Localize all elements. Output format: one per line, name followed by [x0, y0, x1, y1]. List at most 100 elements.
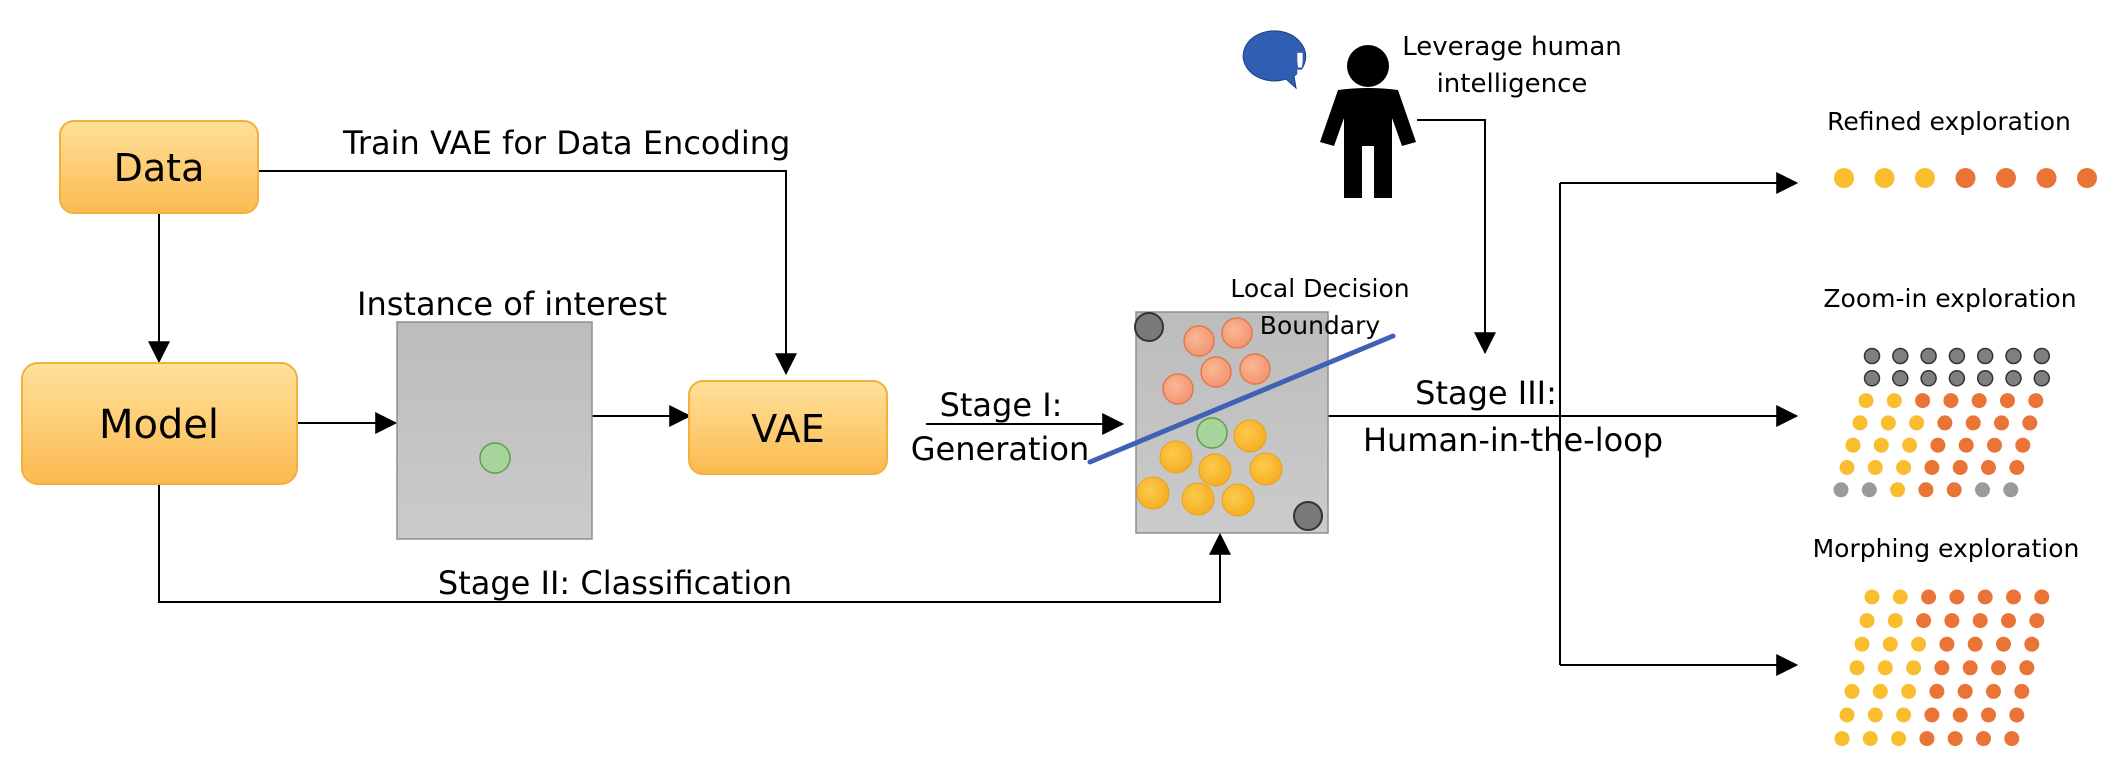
yellow-dot	[1915, 168, 1935, 188]
yellow-dot	[1839, 460, 1855, 475]
gray-point	[1134, 312, 1164, 342]
stage1-label-line1: Stage I:	[940, 386, 1063, 424]
yellow-point	[1249, 452, 1283, 486]
orange-dot	[1965, 415, 1981, 431]
orange-dot	[1981, 707, 1996, 723]
orange-dot	[2022, 415, 2038, 431]
lightgray-dot	[1975, 482, 1990, 498]
vae-box: VAE	[688, 380, 888, 475]
orange-dot	[1986, 683, 2001, 699]
gray-dot	[2033, 370, 2051, 387]
orange-dot	[2009, 460, 2025, 475]
orange-dot	[1972, 613, 1988, 629]
orange-dot	[1952, 460, 1968, 475]
orange-dot	[1946, 482, 1962, 498]
orange-point	[1162, 373, 1194, 405]
orange-dot	[1981, 460, 1996, 475]
yellow-dot	[1844, 683, 1860, 699]
orange-dot	[1924, 460, 1940, 475]
yellow-dot	[1906, 660, 1922, 676]
arrow-stage2	[158, 484, 1231, 603]
orange-point	[1183, 325, 1215, 357]
yellow-dot	[1858, 393, 1874, 409]
instance-panel	[396, 321, 593, 540]
data-box-label: Data	[114, 146, 205, 190]
orange-dot	[2019, 660, 2035, 676]
yellow-dot	[1877, 660, 1893, 676]
gray-dot	[1892, 347, 1909, 365]
yellow-point	[1233, 419, 1267, 453]
gray-dot	[1976, 347, 1994, 365]
orange-dot	[1976, 731, 1991, 747]
gray-dot	[1863, 370, 1881, 387]
orange-dot	[2001, 613, 2016, 629]
speech-bubble-alert-icon: !	[1242, 30, 1307, 90]
local-boundary-label-line1: Local Decision	[1230, 274, 1409, 303]
yellow-dot	[1834, 731, 1850, 747]
yellow-dot	[1891, 731, 1907, 747]
lightgray-dot	[1861, 482, 1877, 498]
yellow-dot	[1902, 437, 1918, 453]
gray-dot	[1863, 347, 1881, 365]
gray-dot	[1976, 370, 1994, 387]
orange-dot	[1977, 589, 1993, 605]
orange-dot	[1939, 636, 1955, 652]
orange-dot	[2029, 613, 2045, 629]
orange-dot	[2024, 636, 2040, 652]
instance-point	[479, 442, 511, 474]
yellow-point	[1181, 482, 1215, 516]
orange-dot	[2015, 437, 2031, 453]
orange-dot	[1915, 393, 1931, 409]
stage1-label-line2: Generation	[911, 430, 1090, 468]
lightgray-dot	[2003, 482, 2019, 498]
orange-dot	[2034, 589, 2050, 605]
stage2-label: Stage II: Classification	[438, 564, 792, 602]
yellow-dot	[1839, 707, 1855, 723]
orange-dot	[1971, 393, 1987, 409]
orange-dot	[1929, 683, 1945, 699]
orange-point	[1221, 317, 1253, 349]
orange-dot	[1987, 437, 2002, 453]
orange-dot	[1944, 613, 1960, 629]
orange-dot	[2077, 168, 2097, 188]
yellow-dot	[1909, 415, 1925, 431]
human-label-line1: Leverage human	[1402, 32, 1622, 62]
orange-dot	[1962, 660, 1978, 676]
orange-dot	[2000, 393, 2015, 409]
vae-box-label: VAE	[751, 407, 825, 451]
orange-dot	[1930, 437, 1946, 453]
stage3-label-line1: Stage III:	[1415, 374, 1557, 412]
refined-exploration-dots	[1834, 168, 2097, 188]
orange-dot	[1916, 613, 1932, 629]
yellow-dot	[1859, 613, 1875, 629]
yellow-dot	[1867, 460, 1883, 475]
decision-boundary-line	[1087, 333, 1396, 465]
orange-dot	[1957, 683, 1973, 699]
yellow-dot	[1834, 168, 1854, 188]
yellow-dot	[1901, 683, 1917, 699]
gray-dot	[1948, 347, 1966, 365]
gray-dot	[2033, 347, 2051, 365]
yellow-dot	[1845, 437, 1861, 453]
morphing-exploration-dots	[1834, 589, 2050, 747]
orange-dot	[2028, 393, 2044, 409]
orange-dot	[2006, 589, 2021, 605]
local-boundary-label-line2: Boundary	[1260, 311, 1381, 340]
yellow-point	[1159, 440, 1193, 474]
zoom-exploration-dots	[1833, 347, 2051, 498]
instance-point-generated	[1196, 417, 1228, 449]
gray-dot	[1920, 347, 1937, 365]
person-icon	[1320, 45, 1416, 198]
yellow-dot	[1911, 636, 1927, 652]
yellow-dot	[1890, 482, 1906, 498]
orange-dot	[1947, 731, 1963, 747]
gray-dot	[2005, 370, 2022, 387]
orange-dot	[1958, 437, 1974, 453]
orange-dot	[1949, 589, 1965, 605]
yellow-point	[1136, 476, 1170, 510]
boundary-panel	[1087, 311, 1396, 534]
orange-dot	[1918, 482, 1934, 498]
orange-dot	[1996, 636, 2011, 652]
yellow-dot	[1896, 460, 1912, 475]
